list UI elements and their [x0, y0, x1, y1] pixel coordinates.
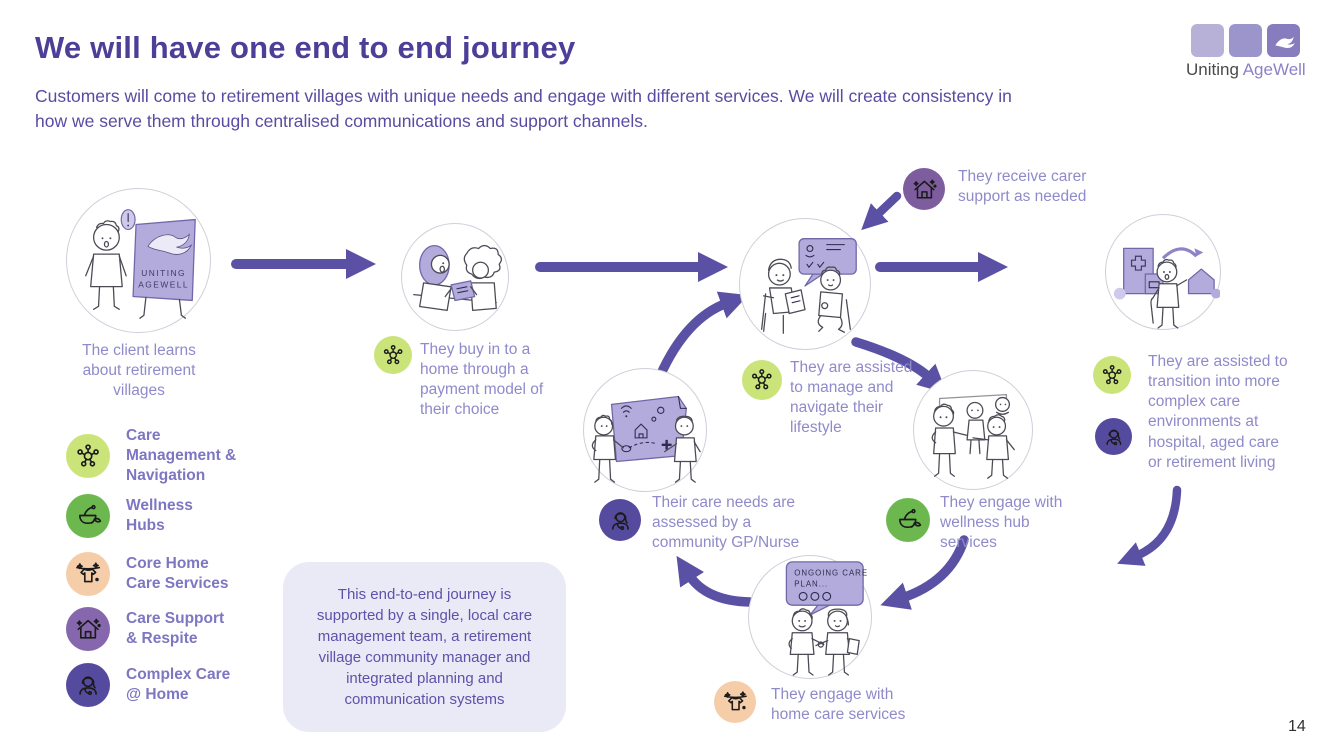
care-management-badge [374, 336, 412, 374]
plan-text-line2: PLAN... [794, 580, 828, 589]
nurse-icon [74, 671, 102, 699]
complex-care-badge [66, 663, 110, 707]
caption-wellness: They engage with wellness hub services [940, 494, 1063, 552]
arrow-cycle-left-to-top [655, 291, 749, 381]
sign-text-line2: AGEWELL [138, 280, 189, 290]
home-care-badge [66, 552, 110, 596]
logo-wordmark: Uniting AgeWell [1186, 60, 1306, 79]
house-icon [74, 615, 102, 643]
caption-manage-lifestyle: They are assisted to manage and navigate… [790, 359, 913, 437]
shirt-clothesline-icon [74, 560, 102, 588]
network-icon [381, 343, 405, 367]
dove-icon [1275, 36, 1295, 48]
logo-square-1 [1191, 24, 1225, 57]
legend-item-care-management: Care Management & Navigation [66, 426, 236, 485]
complex-care-badge [1095, 418, 1132, 455]
note-box: This end-to-end journey is supported by … [283, 562, 566, 732]
illustration-care-plan: ONGOING CARE PLAN... [748, 555, 872, 679]
home-care-badge [714, 681, 756, 723]
nurse-icon [1102, 425, 1126, 449]
network-icon [74, 442, 102, 470]
care-support-badge [903, 168, 945, 210]
arrow-carer-support [861, 191, 902, 231]
illustration-consultation [739, 218, 871, 350]
network-icon [1100, 363, 1124, 387]
logo-square-2 [1229, 24, 1263, 57]
caption-home-care: They engage with home care services [771, 686, 906, 724]
illustration-client-learns: UNITING AGEWELL [66, 188, 211, 333]
caption-transition: They are assisted to transition into mor… [1148, 353, 1288, 471]
illustration-transition [1105, 214, 1221, 330]
care-management-badge [1093, 356, 1131, 394]
network-icon [749, 367, 775, 393]
house-icon [911, 176, 938, 203]
page-subtitle: Customers will come to retirement villag… [35, 86, 1012, 131]
wellness-hub-badge [886, 498, 930, 542]
mortar-pestle-icon [894, 506, 922, 534]
arrow-cycle-bottom-to-left [676, 555, 755, 607]
caption-client-learns: The client learns about retirement villa… [82, 342, 196, 400]
care-management-badge [66, 433, 110, 478]
legend-item-core-home-care: Core Home Care Services [66, 552, 229, 596]
shirt-clothesline-icon [722, 689, 749, 716]
page-title: We will have one end to end journey [35, 30, 576, 65]
logo-square-3 [1267, 24, 1301, 57]
plan-text-line1: ONGOING CARE [794, 569, 868, 578]
wellness-hub-badge [66, 494, 110, 538]
complex-care-badge [599, 499, 641, 541]
page-number: 14 [1288, 718, 1306, 735]
arrow-transition-return [1117, 485, 1182, 566]
illustration-wellness-group [913, 370, 1033, 490]
legend-item-complex-care: Complex Care @ Home [66, 663, 230, 707]
caption-buy-in: They buy in to a home through a payment … [420, 341, 544, 419]
logo-squares [1191, 24, 1301, 57]
sign-text-line1: UNITING [141, 268, 186, 278]
mortar-pestle-icon [74, 502, 102, 530]
caption-carer-support: They receive carer support as needed [958, 168, 1087, 206]
illustration-care-map [583, 368, 707, 492]
uniting-agewell-logo: Uniting AgeWell [1186, 24, 1306, 80]
care-management-badge [742, 360, 782, 400]
legend-item-care-support: Care Support & Respite [66, 607, 224, 651]
care-support-badge [66, 607, 110, 651]
nurse-icon [607, 507, 634, 534]
illustration-buy-in [401, 223, 509, 331]
legend-item-wellness-hubs: Wellness Hubs [66, 494, 193, 538]
caption-care-needs: Their care needs are assessed by a commu… [652, 494, 800, 552]
